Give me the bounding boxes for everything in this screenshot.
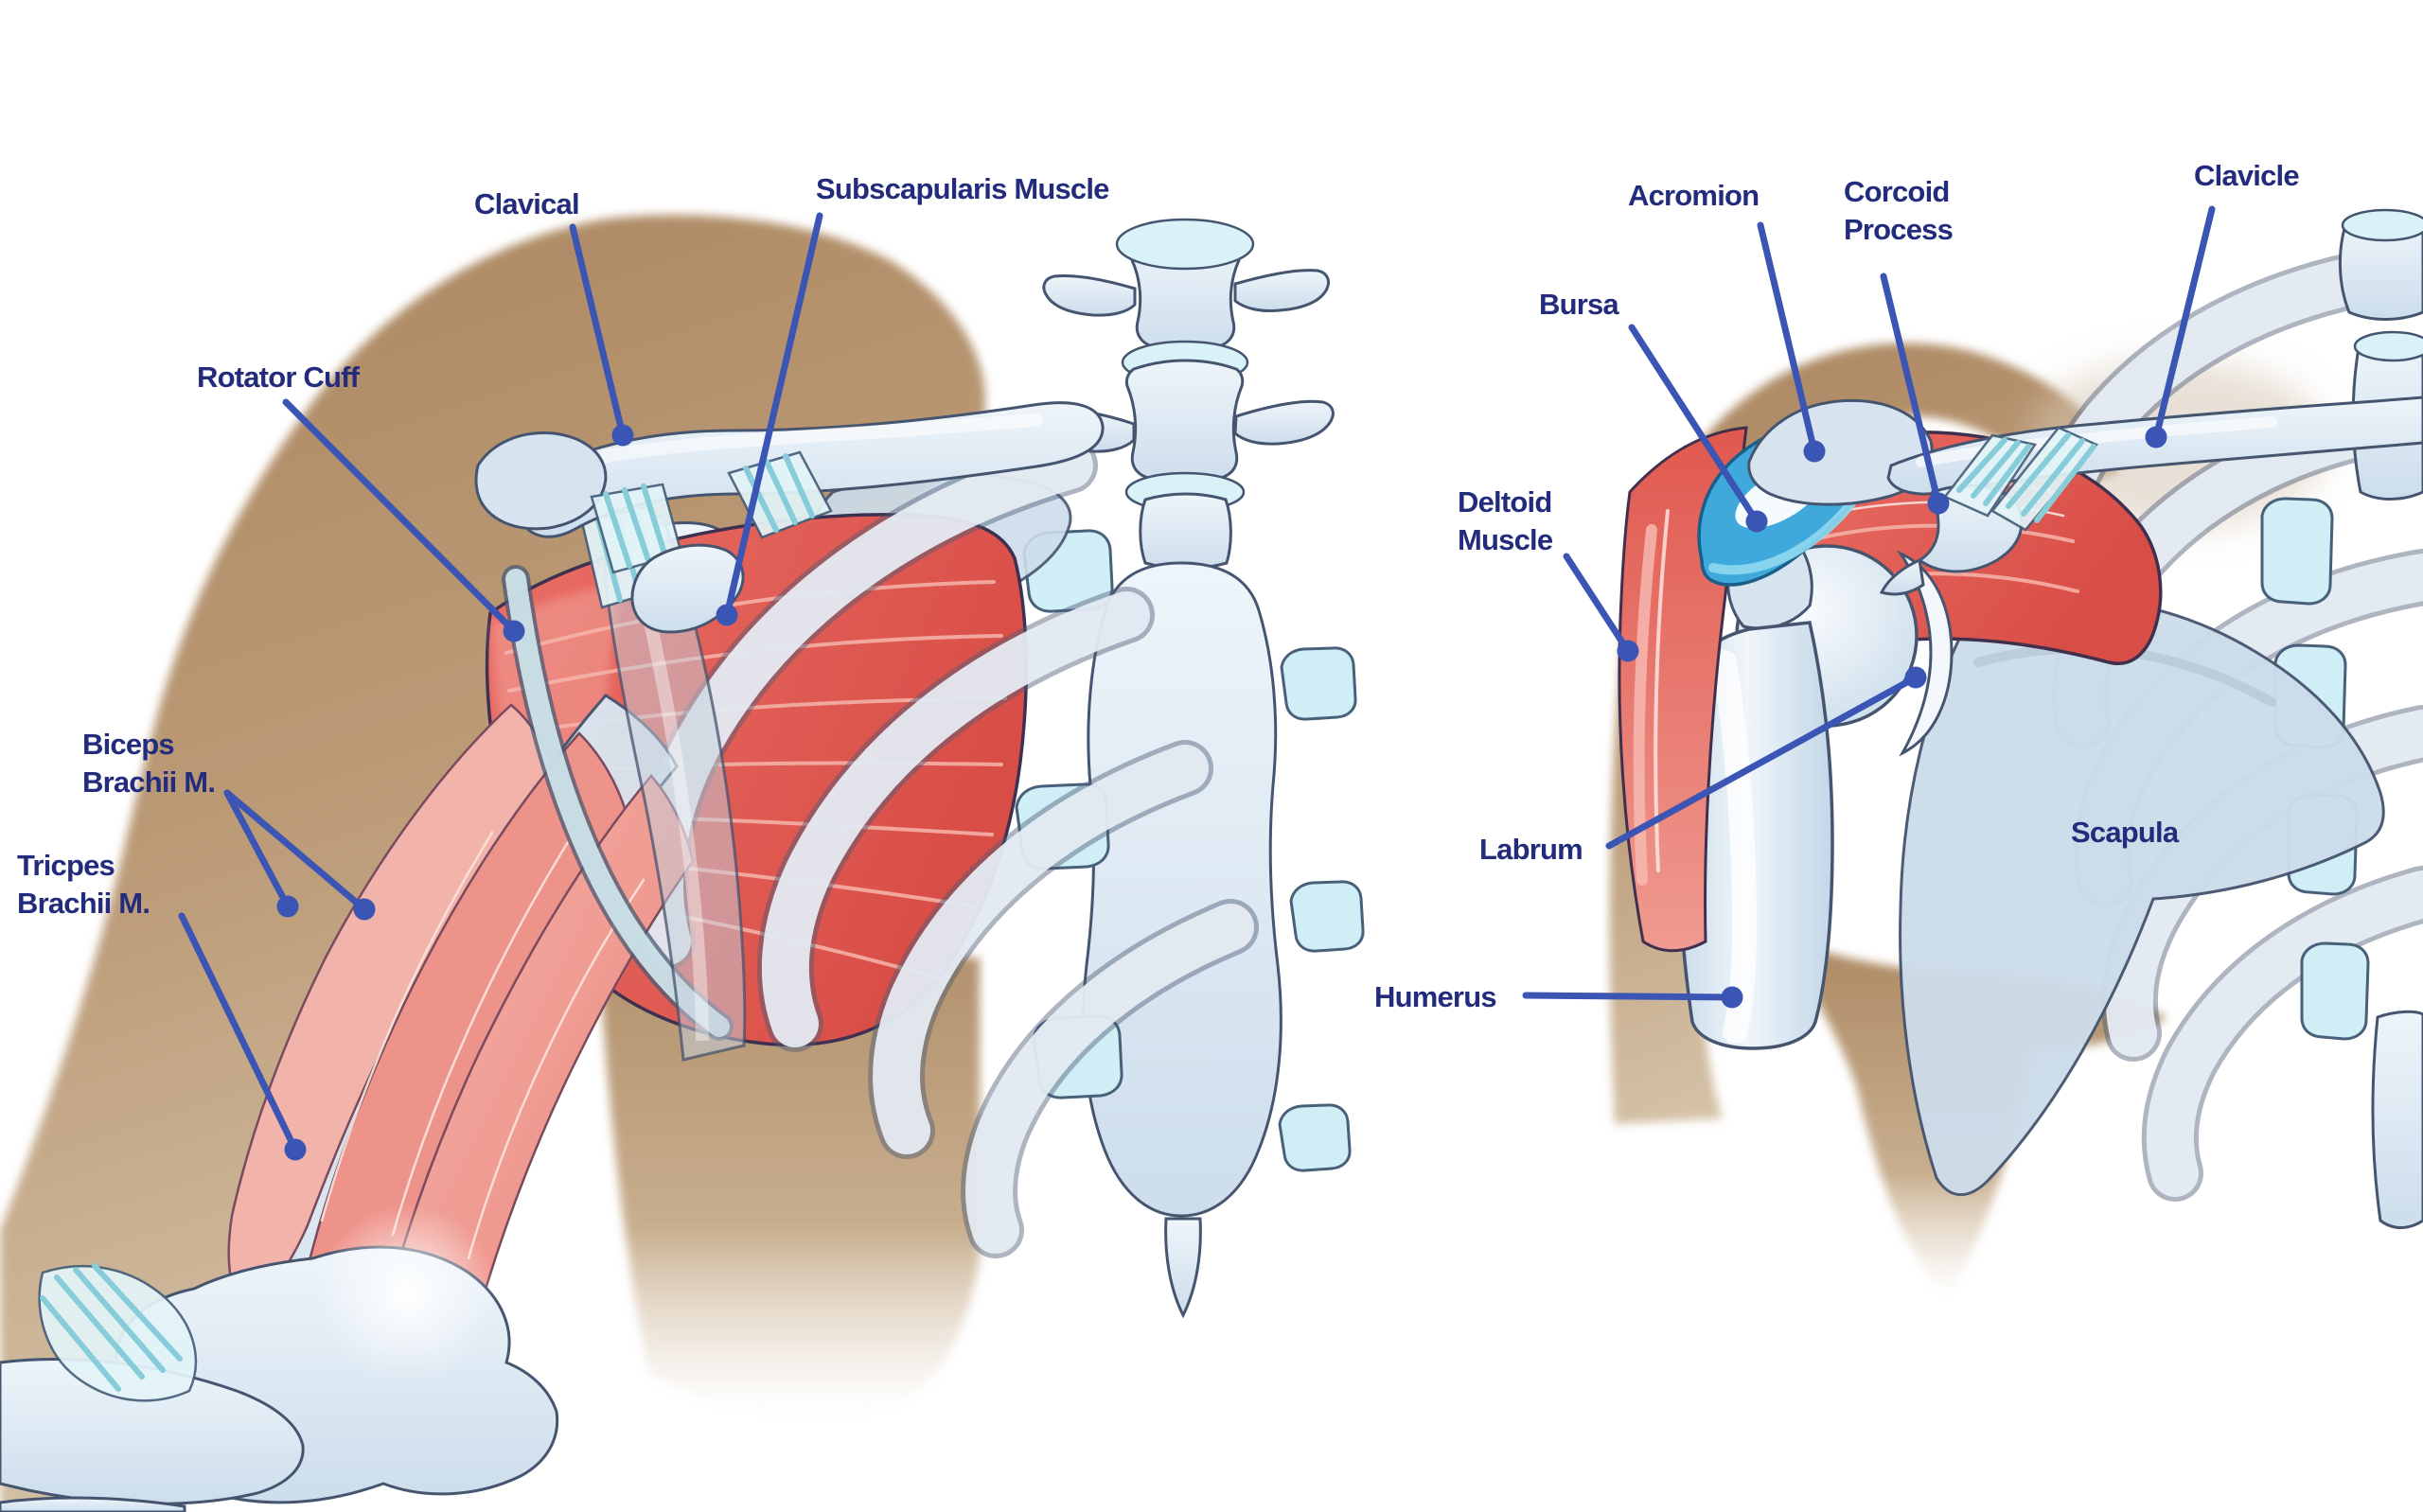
leader-dot-bursa [1745, 510, 1768, 533]
forearm-bone [0, 1496, 186, 1512]
label-subscapularis-muscle: Subscapularis Muscle [816, 172, 1109, 205]
leader-line-rotator_cuff [282, 398, 518, 635]
leader-dot-labrum [1904, 666, 1927, 689]
label-corcoid-process: Corcoid Process [1844, 175, 1954, 246]
leader-dot-clavicle [2145, 426, 2167, 448]
leader-dot-corcoid [1927, 492, 1950, 515]
leader-line-biceps [223, 789, 368, 913]
right-panel-shoulder-joint [1609, 208, 2423, 1298]
leader-line-clavicle [2152, 205, 2216, 441]
label-acromion: Acromion [1628, 179, 1760, 212]
left-panel-shoulder-muscles [0, 215, 1365, 1512]
leader-dot-biceps [353, 898, 376, 921]
vertebra-bone [1124, 359, 1245, 486]
label-labrum: Labrum [1479, 833, 1583, 866]
disc-cartilage [2353, 330, 2423, 362]
leader-dot-biceps [276, 895, 299, 918]
label-triceps-brachii: Tricpes Brachii M. [17, 849, 150, 920]
label-biceps-brachii: Biceps Brachii M. [82, 728, 216, 799]
label-deltoid-muscle: Deltoid Muscle [1458, 485, 1553, 556]
leader-dot-deltoid [1617, 640, 1639, 662]
sternum-bone [1082, 561, 1282, 1218]
label-scapula: Scapula [2071, 816, 2179, 849]
label-humerus: Humerus [1374, 980, 1497, 1013]
label-rotator-cuff: Rotator Cuff [197, 360, 360, 394]
leader-line-humerus [1522, 992, 1736, 1001]
elbow-highlight [317, 1204, 497, 1384]
leader-line-clavical [569, 223, 627, 439]
coracoid-process-bone [1879, 426, 2099, 596]
leader-line-triceps [178, 912, 299, 1153]
leader-dot-subscapularis [716, 604, 738, 626]
leader-line-biceps [223, 789, 292, 910]
disc-cartilage [1115, 218, 1255, 271]
biceps-tendon [502, 504, 747, 1062]
leader-line-deltoid [1563, 553, 1632, 655]
label-clavical: Clavical [474, 187, 580, 220]
leader-dot-humerus [1721, 986, 1743, 1009]
leader-line-labrum [1605, 674, 1919, 850]
clavicle-bone [474, 401, 1105, 634]
leader-dot-rotator_cuff [503, 620, 525, 642]
disc-cartilage [2341, 208, 2423, 242]
acromion-bone [474, 431, 608, 531]
label-bursa: Bursa [1539, 288, 1619, 321]
leader-lines [178, 205, 2216, 1161]
leader-dot-triceps [284, 1138, 307, 1161]
coccyx-bone [1164, 1217, 1202, 1319]
leader-line-bursa [1628, 324, 1760, 525]
leader-dot-acromion [1803, 440, 1826, 463]
leader-line-subscapularis [723, 212, 823, 619]
leader-line-acromion [1757, 221, 1818, 455]
elbow-forearm-bones [0, 1204, 559, 1512]
label-clavicle: Clavicle [2194, 159, 2300, 192]
leader-line-corcoid [1880, 273, 1942, 507]
glenoid-labrum [1896, 550, 1954, 757]
leader-dot-clavical [611, 424, 634, 447]
